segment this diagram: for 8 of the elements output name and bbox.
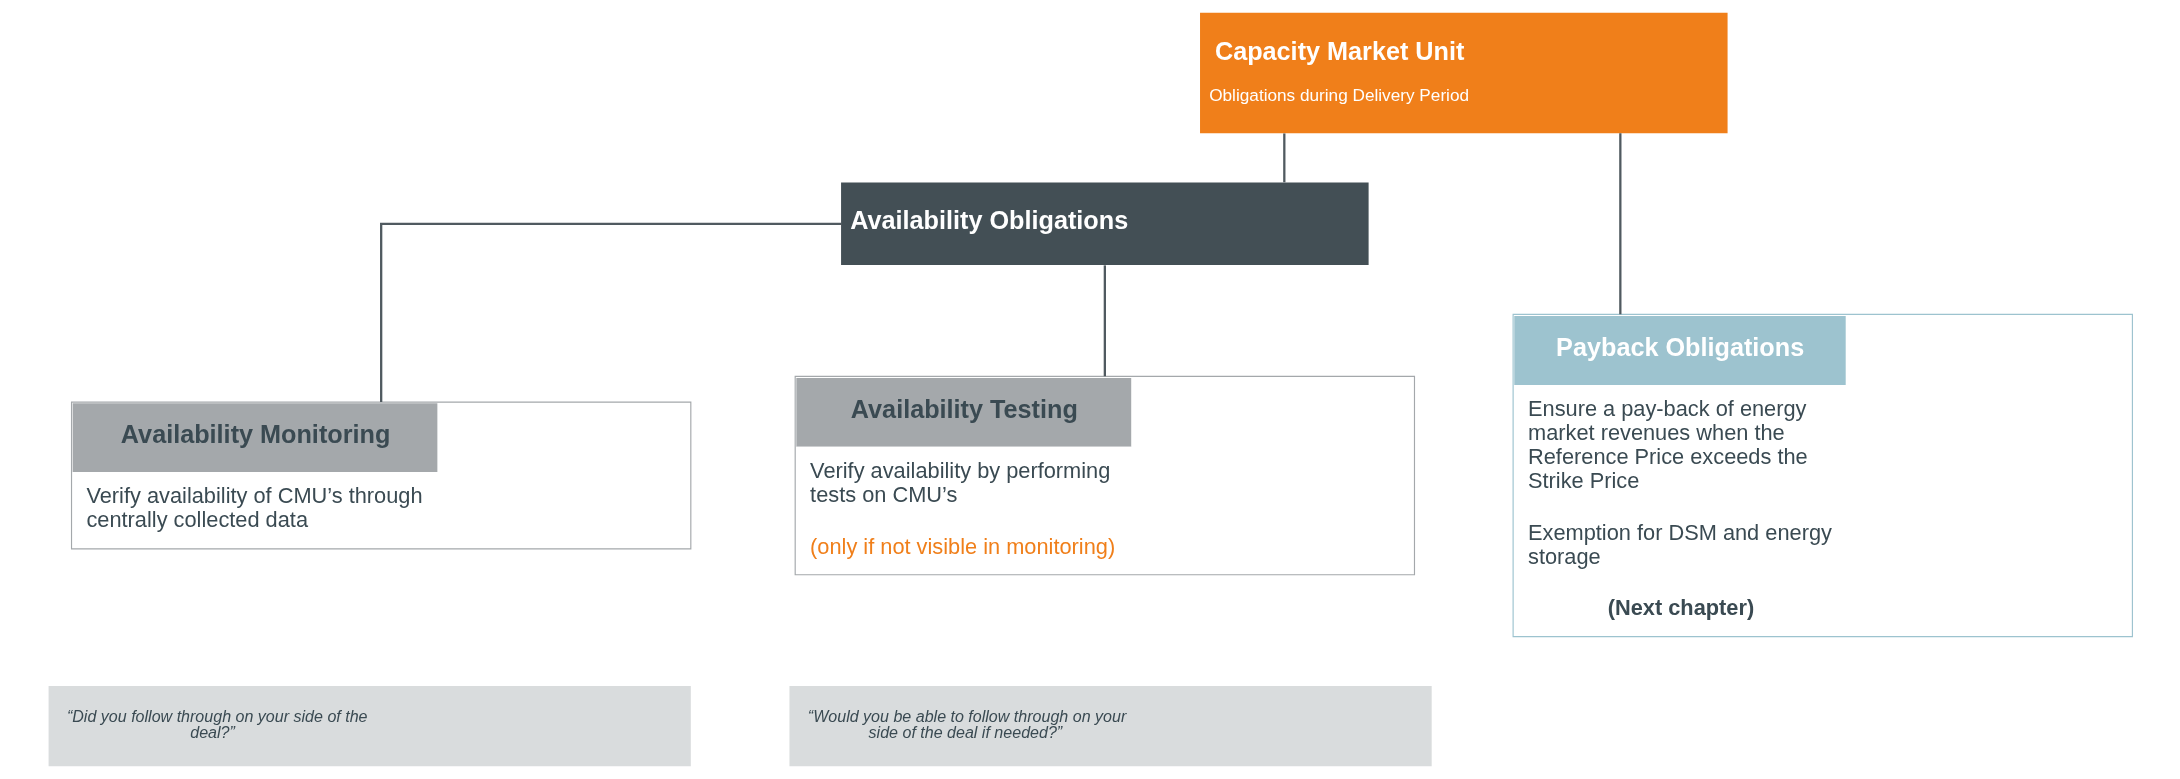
node-box: “Would you be able to follow through on your side of the deal if needed?” (788, 685, 1432, 767)
node-box: “Did you follow through on your side of the deal?” (48, 685, 691, 767)
node-box: Capacity Market Unit Obligations during Delivery Period (1199, 12, 1728, 134)
connector (1103, 265, 1106, 377)
node-box: Availability Obligations (840, 182, 1369, 266)
connector (1282, 133, 1285, 183)
connector (1618, 133, 1621, 315)
connector (379, 222, 841, 402)
